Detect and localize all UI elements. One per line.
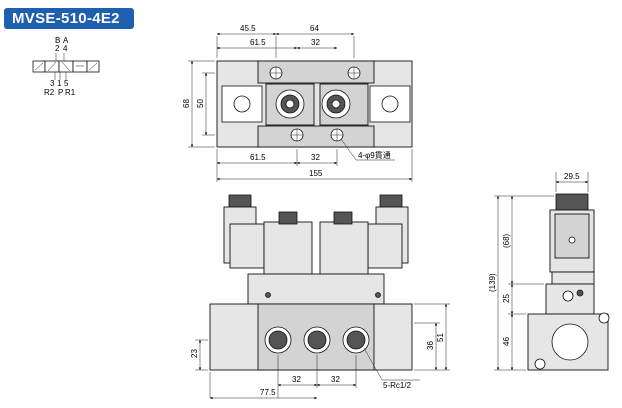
- dim-68-side: (68): [502, 233, 511, 248]
- dim-36: 36: [426, 341, 435, 350]
- dim-61-5-top: 61.5: [250, 38, 266, 47]
- top-view-coil-left-screw: [233, 95, 251, 113]
- valve-symbol: B A 2 4 3 1 5 R2 P R1: [32, 36, 100, 97]
- side-mount-hole-top: [598, 312, 610, 324]
- symbol-label-5: 5: [64, 79, 69, 88]
- front-pilot-block: [247, 273, 385, 305]
- front-screw-2: [375, 292, 381, 298]
- dim-32-a: 32: [292, 375, 301, 384]
- dim-139: (139): [488, 273, 497, 292]
- side-port: [551, 323, 589, 361]
- front-ext-lines-bottom: [209, 355, 357, 398]
- side-coil-face: [554, 213, 590, 259]
- top-view-ext-lines-left: [188, 60, 215, 148]
- dim-29-5: 29.5: [564, 172, 580, 181]
- symbol-label-2: 2: [55, 44, 60, 53]
- symbol-label-B: B: [55, 36, 60, 45]
- note-leader-through-holes: [340, 138, 395, 161]
- symbol-label-R2: R2: [44, 88, 55, 97]
- symbol-label-1: 1: [57, 79, 62, 88]
- dim-50: 50: [196, 99, 205, 108]
- symbol-label-R1: R1: [65, 88, 76, 97]
- dim-32-top: 32: [311, 38, 320, 47]
- side-ext-lines-left: [494, 195, 554, 371]
- symbol-label-P: P: [58, 88, 63, 97]
- side-connector: [555, 193, 589, 211]
- note-through-holes: 4-φ9貫通: [358, 150, 391, 160]
- front-knob-right: [333, 211, 353, 225]
- dim-155: 155: [309, 169, 323, 178]
- model-title: MVSE-510-4E2: [4, 8, 134, 29]
- front-coil-left-housing: [229, 223, 265, 269]
- top-view-ext-lines-top: [216, 36, 355, 58]
- dim-25: 25: [502, 294, 511, 303]
- front-coil-right-housing: [367, 223, 403, 269]
- front-connector-right: [379, 194, 403, 208]
- top-view-hole-centers: [270, 67, 360, 141]
- dim-64: 64: [310, 24, 319, 33]
- symbol-label-4: 4: [63, 44, 68, 53]
- top-view-port-right-core: [331, 99, 341, 109]
- side-coil-screw: [568, 236, 576, 244]
- side-small-screw: [576, 289, 584, 297]
- front-view: 23 36 51 32 32 77.5 5-Rc1/2: [190, 194, 450, 400]
- note-ports: 5-Rc1/2: [383, 381, 412, 390]
- front-solenoid-left: [263, 221, 313, 275]
- side-collar: [551, 271, 595, 285]
- front-port-1-inner: [268, 330, 288, 350]
- side-pilot-screw: [562, 290, 574, 302]
- dim-45-5: 45.5: [240, 24, 256, 33]
- note-leader-ports: [363, 347, 420, 381]
- dim-32-b: 32: [331, 375, 340, 384]
- front-solenoid-right: [319, 221, 369, 275]
- front-port-3-inner: [346, 330, 366, 350]
- symbol-label-A: A: [63, 36, 69, 45]
- top-view: 45.5 64 61.5 32 68 50 61.5 32 155 4-φ9貫通: [182, 24, 413, 182]
- top-view-coil-right-screw: [381, 95, 399, 113]
- symbol-solenoid-left-stroke: [34, 62, 44, 71]
- side-mount-hole-bottom: [534, 358, 546, 370]
- symbol-label-3: 3: [50, 79, 55, 88]
- top-view-port-left-core: [285, 99, 295, 109]
- top-view-lower-block: [257, 125, 375, 148]
- symbol-flow-lines: [47, 53, 84, 80]
- front-knob-left: [278, 211, 298, 225]
- symbol-solenoid-right-stroke: [88, 62, 98, 71]
- dim-77-5: 77.5: [260, 388, 276, 397]
- front-port-2-inner: [307, 330, 327, 350]
- dim-68: 68: [182, 99, 191, 108]
- dim-46: 46: [502, 337, 511, 346]
- dim-61-5-bottom: 61.5: [250, 153, 266, 162]
- side-view: 29.5 (139) (68) 25 46: [488, 172, 610, 371]
- dim-23: 23: [190, 349, 199, 358]
- top-view-ext-lines-bottom: [216, 149, 413, 182]
- dim-51: 51: [436, 333, 445, 342]
- front-screw-1: [265, 292, 271, 298]
- dim-32-bottom: 32: [311, 153, 320, 162]
- front-ext-lines-left: [195, 339, 208, 371]
- front-connector-left: [228, 194, 252, 208]
- top-view-upper-block: [257, 60, 375, 84]
- symbol-box-3: [72, 60, 88, 73]
